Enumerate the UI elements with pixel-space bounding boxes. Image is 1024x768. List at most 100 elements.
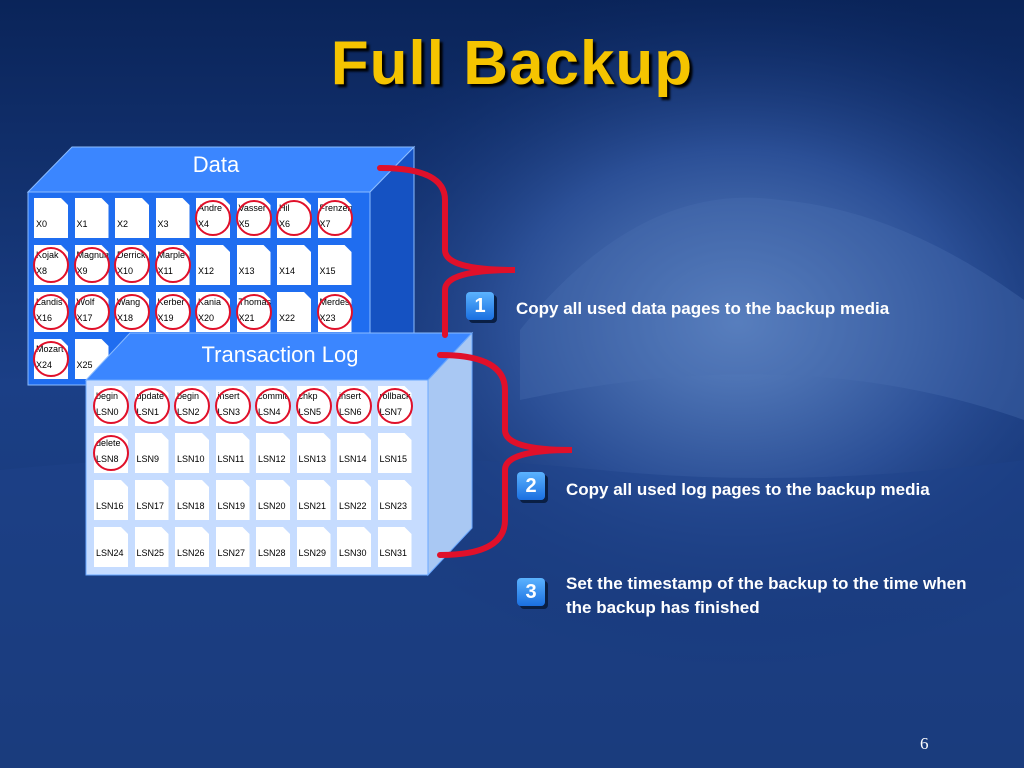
data-page-id: X20	[198, 313, 215, 323]
data-page-content: Landis	[36, 297, 63, 307]
log-page-cell: LSN24	[94, 527, 128, 567]
data-page-content: Thomas	[238, 297, 272, 307]
log-page-id: LSN14	[339, 454, 367, 464]
log-page-id: LSN10	[177, 454, 205, 464]
data-page-content: Kerber	[157, 297, 185, 307]
data-page-content: Wang	[117, 297, 141, 307]
data-page-id: X11	[157, 266, 173, 276]
log-page-cell: LSN23	[378, 480, 412, 520]
log-page-id: LSN27	[217, 548, 246, 558]
data-page-id: X3	[157, 219, 169, 229]
log-page-id: LSN2	[177, 407, 200, 417]
page-number: 6	[920, 734, 929, 753]
log-page-cell: LSN29	[297, 527, 331, 567]
log-page-id: LSN9	[136, 454, 160, 464]
data-page-id: X0	[36, 219, 48, 229]
data-page-id: X2	[117, 219, 129, 229]
log-page-cell: LSN26	[175, 527, 209, 567]
data-page-id: X9	[76, 266, 88, 276]
log-page-id: LSN20	[258, 501, 286, 511]
data-page-content: Derrick	[117, 250, 146, 260]
log-page-id: LSN12	[258, 454, 286, 464]
data-page-content: Vasser	[238, 203, 266, 213]
log-page-id: LSN3	[217, 407, 241, 417]
data-page-id: X16	[36, 313, 53, 323]
log-page-cell: LSN19	[216, 480, 250, 520]
log-page-content: begin	[96, 391, 119, 401]
data-page-id: X17	[76, 313, 93, 323]
step-2-text: Copy all used log pages to the backup me…	[566, 480, 930, 499]
log-page-cell: LSN27	[216, 527, 250, 567]
log-page-cell: LSN17	[135, 480, 169, 520]
log-page-content: insert	[217, 391, 240, 401]
data-page-cell: X13	[237, 245, 271, 285]
log-page-id: LSN30	[339, 548, 367, 558]
log-page-id: LSN4	[258, 407, 281, 417]
log-page-cell: LSN13	[297, 433, 331, 473]
log-page-id: LSN21	[298, 501, 327, 511]
log-page-id: LSN22	[339, 501, 367, 511]
log-page-id: LSN7	[379, 407, 403, 417]
data-page-content: Marple	[157, 250, 186, 260]
log-page-id: LSN24	[96, 548, 124, 558]
log-page-cell: LSN15	[378, 433, 412, 473]
log-page-cell: LSN10	[175, 433, 209, 473]
data-page-content: Andre	[198, 203, 223, 213]
log-page-cell: LSN30	[337, 527, 371, 567]
data-box-label: Data	[192, 152, 240, 177]
log-page-id: LSN25	[136, 548, 165, 558]
data-page-content: Kojak	[36, 250, 59, 260]
data-page-content: Merdes	[319, 297, 350, 307]
log-page-id: LSN13	[298, 454, 327, 464]
log-page-cell: LSN21	[297, 480, 331, 520]
log-page-id: LSN6	[339, 407, 362, 417]
log-page-cell: LSN28	[256, 527, 290, 567]
log-page-id: LSN16	[96, 501, 124, 511]
log-page-id: LSN29	[298, 548, 327, 558]
log-page-content: commit	[258, 391, 287, 401]
data-page-cell: X12	[196, 245, 230, 285]
log-page-id: LSN18	[177, 501, 205, 511]
log-page-id: LSN11	[217, 454, 245, 464]
data-page-content: Kania	[198, 297, 222, 307]
data-page-id: X25	[76, 360, 93, 370]
log-page-id: LSN15	[379, 454, 408, 464]
data-page-cell: X3	[156, 198, 190, 238]
log-page-id: LSN5	[298, 407, 322, 417]
data-page-id: X15	[319, 266, 336, 276]
log-page-id: LSN31	[379, 548, 408, 558]
data-page-id: X22	[279, 313, 296, 323]
data-page-id: X5	[238, 219, 250, 229]
data-page-content: Mozart	[36, 344, 64, 354]
log-page-id: LSN26	[177, 548, 205, 558]
data-page-cell: X15	[318, 245, 352, 285]
data-page-cell: X2	[115, 198, 149, 238]
log-page-cell: LSN18	[175, 480, 209, 520]
data-page-id: X8	[36, 266, 48, 276]
data-page-cell: X22	[277, 292, 311, 332]
data-page-content: Frenzen	[319, 203, 353, 213]
log-page-content: chkp	[298, 391, 318, 401]
log-box-label: Transaction Log	[201, 342, 359, 367]
data-page-id: X4	[198, 219, 210, 229]
log-page-content: delete	[96, 438, 121, 448]
log-page-cell: LSN20	[256, 480, 290, 520]
data-page-id: X12	[198, 266, 215, 276]
